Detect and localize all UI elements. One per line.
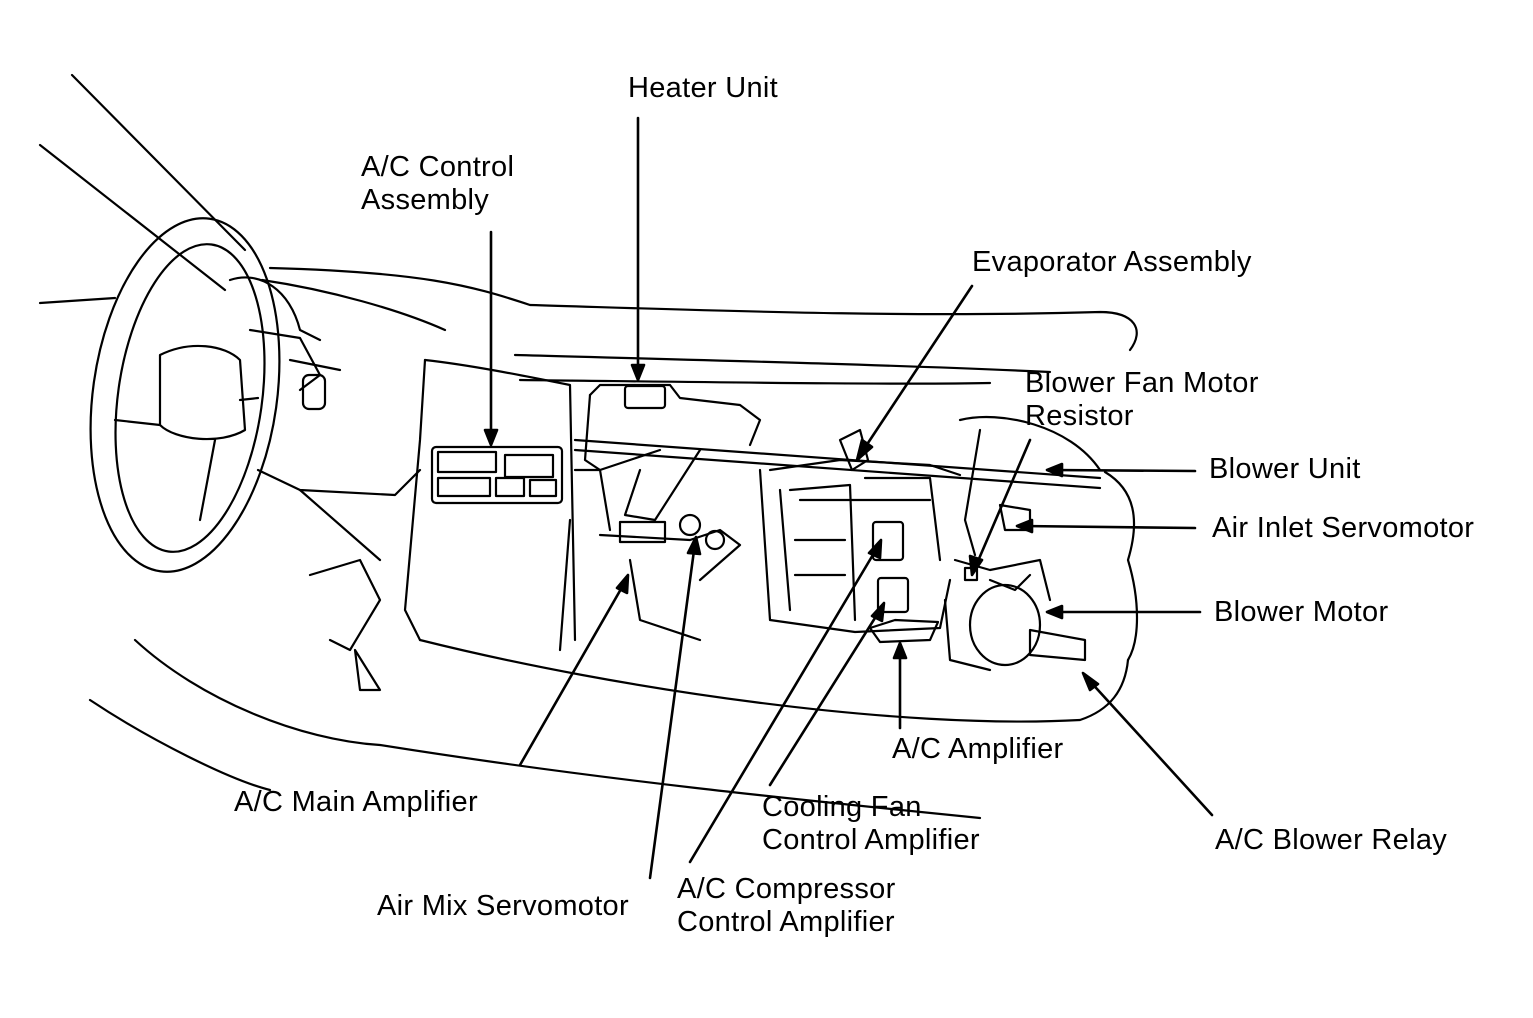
evaporator-drawing: [758, 428, 962, 644]
windshield-lines: [38, 73, 247, 292]
duct-bar: [573, 438, 1102, 490]
evaporator-assembly-label: Evaporator Assembly: [972, 246, 1252, 278]
dashboard-outline: [38, 266, 1139, 820]
air-inlet-servomotor-label: Air Inlet Servomotor: [1212, 512, 1475, 544]
cooling-fan-control-amplifier-label: Cooling Fan Control Amplifier: [762, 791, 980, 857]
ac-amplifier-label: A/C Amplifier: [892, 733, 1064, 765]
ac-compressor-control-amplifier-label: A/C Compressor Control Amplifier: [677, 873, 896, 939]
callout-lines: [483, 116, 1214, 880]
center-console: [403, 358, 577, 652]
cooling-fan-control-amplifier-line-1: Cooling Fan: [762, 791, 922, 823]
ac-control-assembly-line-2: Assembly: [361, 184, 490, 216]
heater-unit-drawing: [573, 383, 762, 642]
ac-control-assembly-label: A/C Control Assembly: [361, 151, 514, 217]
ac-main-amplifier-label: A/C Main Amplifier: [234, 786, 478, 818]
blower-fan-motor-resistor-line-1: Blower Fan Motor: [1025, 367, 1259, 399]
heater-unit-label: Heater Unit: [628, 72, 778, 104]
blower-fan-motor-resistor-label: Blower Fan Motor Resistor: [1025, 367, 1259, 433]
steering-wheel: [89, 217, 281, 573]
ac-control-assembly-line-1: A/C Control: [361, 151, 515, 183]
blower-unit-label: Blower Unit: [1209, 453, 1361, 485]
instrument-cluster: [228, 276, 422, 692]
cooling-fan-control-amplifier-line-2: Control Amplifier: [762, 824, 980, 856]
blower-motor-label: Blower Motor: [1214, 596, 1389, 628]
ac-blower-relay-label: A/C Blower Relay: [1215, 824, 1448, 856]
blower-unit-drawing: [943, 416, 1102, 672]
air-mix-servomotor-label: Air Mix Servomotor: [377, 890, 629, 922]
ac-compressor-control-amplifier-line-2: Control Amplifier: [677, 906, 895, 938]
blower-fan-motor-resistor-line-2: Resistor: [1025, 400, 1134, 432]
ac-compressor-control-amplifier-line-1: A/C Compressor: [677, 873, 896, 905]
